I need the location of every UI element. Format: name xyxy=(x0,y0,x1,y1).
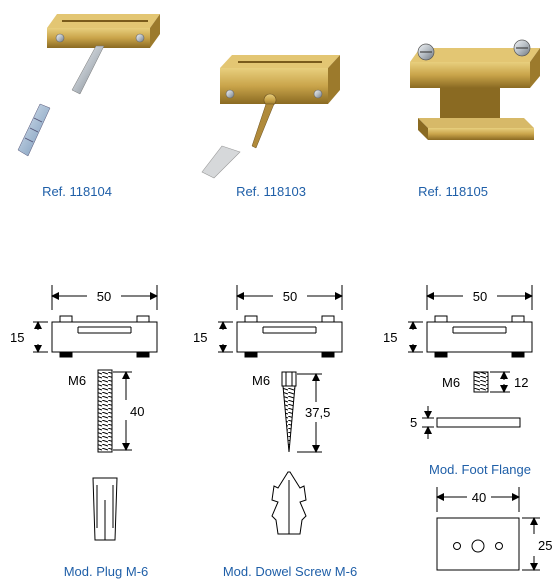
flange-screw-length: 12 xyxy=(514,375,528,390)
plug-thread-label: M6 xyxy=(68,373,86,388)
dim-height-2: 15 xyxy=(193,330,207,345)
plug-caption: Mod. Plug M-6 xyxy=(63,564,149,579)
drawing-dowel xyxy=(218,285,343,535)
dim-width-3: 50 xyxy=(473,289,487,304)
drawing-flange xyxy=(408,285,540,571)
dowel-thread-label: M6 xyxy=(252,373,270,388)
ref-caption-2: Ref. 118103 xyxy=(236,184,306,199)
product-photos xyxy=(17,14,540,179)
product-photo-118104 xyxy=(17,14,160,157)
dowel-length-label: 37,5 xyxy=(305,405,330,420)
dowel-caption: Mod. Dowel Screw M-6 xyxy=(222,564,358,579)
product-photo-118105 xyxy=(410,39,540,140)
flange-plate-thickness: 5 xyxy=(410,415,417,430)
plug-length-label: 40 xyxy=(130,404,144,419)
dim-width-1: 50 xyxy=(97,289,111,304)
dim-height-1: 15 xyxy=(10,330,24,345)
ref-caption-1: Ref. 118104 xyxy=(42,184,112,199)
flange-caption: Mod. Foot Flange xyxy=(429,462,531,477)
flange-plate-width: 40 xyxy=(472,490,486,505)
product-photo-118103 xyxy=(201,55,340,179)
dim-height-3: 15 xyxy=(383,330,397,345)
flange-thread-label: M6 xyxy=(442,375,460,390)
drawing-plug xyxy=(33,285,158,541)
flange-plate-height: 25 xyxy=(538,538,552,553)
dim-width-2: 50 xyxy=(283,289,297,304)
ref-caption-3: Ref. 118105 xyxy=(418,184,488,199)
